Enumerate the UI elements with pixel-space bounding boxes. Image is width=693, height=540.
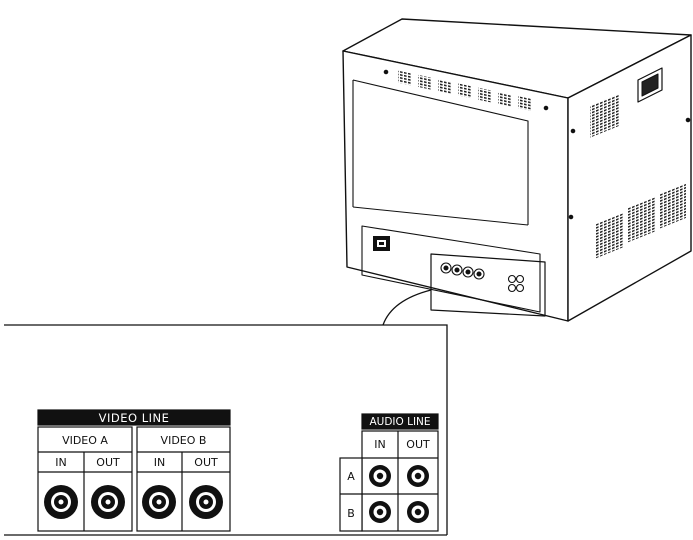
rca-jack-icon [407,465,429,487]
video-b-label: VIDEO B [160,433,207,447]
bnc-connector-icon [91,485,125,519]
video-line-block [37,409,231,532]
audio-line-header: AUDIO LINE [369,415,431,428]
audio-row-b-label: B [347,506,355,520]
rca-jack-icon [369,465,391,487]
video-a-in-label: IN [55,455,67,469]
video-b-out-label: OUT [194,455,218,469]
audio-row-a-label: A [347,469,355,483]
callout-panel [4,289,448,536]
video-line-header: VIDEO LINE [98,410,170,425]
crt-monitor-rear-icon [342,18,692,322]
audio-in-label: IN [374,438,386,451]
audio-out-label: OUT [406,438,430,451]
video-a-label: VIDEO A [62,433,108,447]
video-a-out-label: OUT [96,455,120,469]
bnc-connector-icon [44,485,78,519]
video-b-in-label: IN [153,455,166,469]
bnc-connector-icon [142,485,176,519]
rca-jack-icon [407,501,429,523]
rca-jack-icon [369,501,391,523]
ac-power-inlet-icon [373,236,390,251]
bnc-connector-icon [189,485,223,519]
